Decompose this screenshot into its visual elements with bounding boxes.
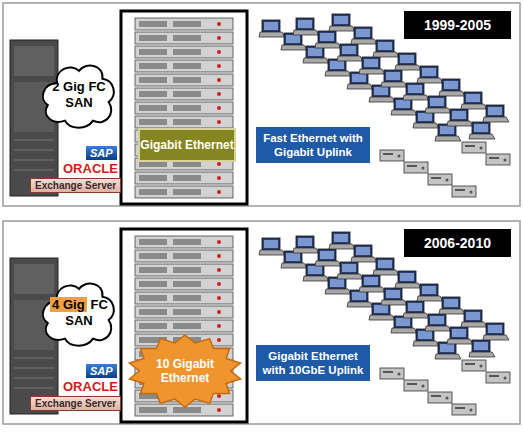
san-cloud: 2 Gig FC SAN [40, 60, 118, 130]
client-network-label: Fast Ethernet with Gigabit Uplink [256, 127, 370, 163]
client-network-label: Gigabit Ethernet with 10GbE Uplink [256, 345, 370, 381]
panel-illustration [3, 3, 520, 206]
node-text: Gigabit Ethernet [140, 138, 233, 152]
date-box: 1999-2005 [404, 11, 511, 39]
oracle-logo: ORACLE [62, 379, 119, 394]
outline-shape [43, 284, 114, 346]
text-wrap: 4 GigFC SAN [47, 297, 111, 328]
network-label: Gigabit Ethernet [138, 128, 236, 162]
node-text: 10 Gigabit Ethernet [156, 357, 214, 385]
outline-shape [43, 66, 114, 128]
text-wrap: 2006-2010 [424, 235, 491, 251]
text-wrap: 2 Gig FC SAN [47, 79, 111, 110]
sap-logo: SAP [86, 146, 117, 160]
node-text: Fast Ethernet with Gigabit Uplink [263, 132, 363, 158]
sap-logo: SAP [86, 364, 117, 378]
text-wrap: Gigabit Ethernet [140, 138, 233, 152]
oracle-logo: ORACLE [62, 161, 119, 176]
exchange-logo: Exchange Server [30, 178, 121, 193]
text-wrap: 1999-2005 [424, 17, 491, 33]
node-text: 2 Gig FC SAN [52, 79, 105, 110]
date-box: 2006-2010 [404, 229, 511, 257]
network-starburst: 10 Gigabit Ethernet [127, 334, 243, 408]
exchange-logo: Exchange Server [30, 396, 121, 411]
node-text: 2006-2010 [424, 235, 491, 251]
node-text: 4 Gig [50, 297, 87, 312]
text-wrap: 10 Gigabit Ethernet [148, 357, 222, 386]
text-wrap: Fast Ethernet with Gigabit Uplink [260, 131, 366, 160]
panel-illustration [3, 221, 520, 424]
node-text: Gigabit Ethernet with 10GbE Uplink [263, 350, 364, 376]
text-wrap: Gigabit Ethernet with 10GbE Uplink [260, 349, 366, 378]
san-cloud: 4 GigFC SAN [40, 278, 118, 348]
node-text: 1999-2005 [424, 17, 491, 33]
outline-shape [129, 335, 240, 407]
